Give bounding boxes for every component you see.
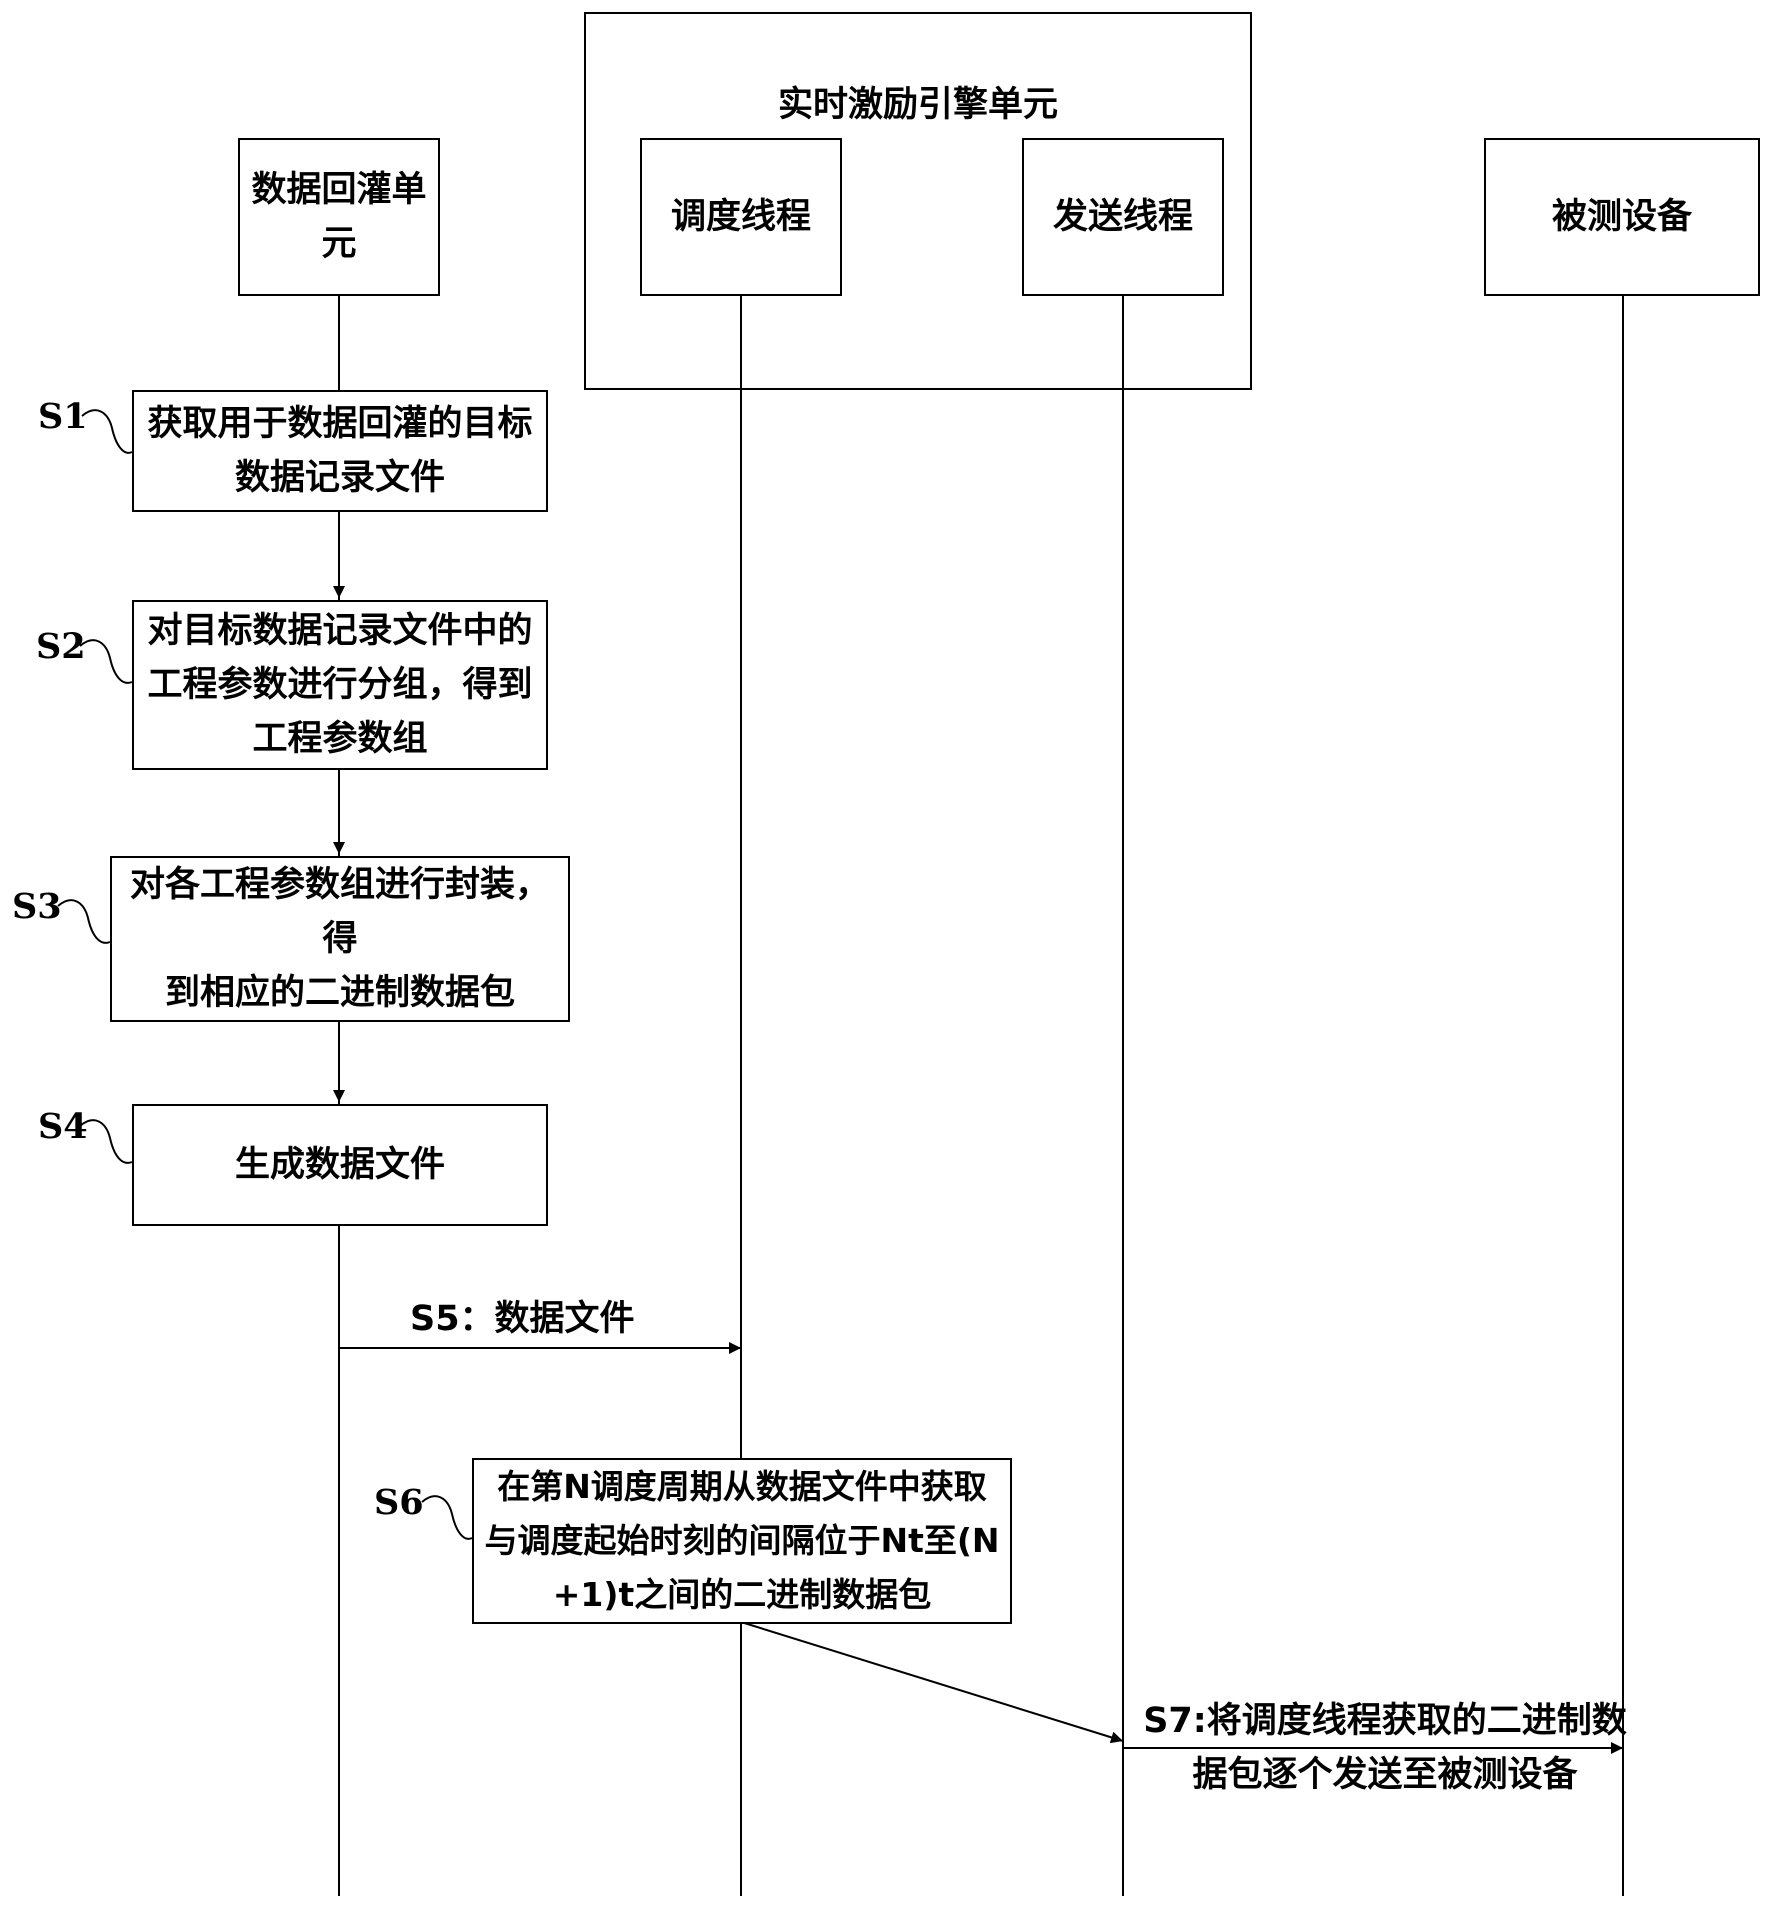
scheduler-thread-box: 调度线程 <box>640 138 842 296</box>
message-s7-label-line2: 据包逐个发送至被测设备 <box>1192 1755 1578 1795</box>
step-label-s6: S6 <box>374 1482 424 1523</box>
step-s6-text-line1: 在第N调度周期从数据文件中获取 <box>497 1467 987 1506</box>
step-label-s1: S1 <box>38 396 88 437</box>
step-s4-box: 生成数据文件 <box>132 1104 548 1226</box>
step-s1-text-line1: 获取用于数据回灌的目标 <box>147 404 533 444</box>
message-s7-label-line1: S7:将调度线程获取的二进制数 <box>1143 1701 1627 1741</box>
s4-label-connector <box>79 1119 133 1164</box>
step-s4-text: 生成数据文件 <box>234 1145 445 1185</box>
step-label-s2: S2 <box>36 626 86 667</box>
step-s6-text-line3: +1)t之间的二进制数据包 <box>552 1575 932 1614</box>
step-s1-text-line2: 数据记录文件 <box>234 458 445 498</box>
s1-label-connector <box>81 409 133 454</box>
step-s6-box: 在第N调度周期从数据文件中获取 与调度起始时刻的间隔位于Nt至(N +1)t之间… <box>472 1458 1012 1624</box>
step-s2-box: 对目标数据记录文件中的 工程参数进行分组，得到 工程参数组 <box>132 600 548 770</box>
engine-unit-title: 实时激励引擎单元 <box>777 85 1058 125</box>
device-under-test-label: 被测设备 <box>1551 197 1692 237</box>
device-under-test-box: 被测设备 <box>1484 138 1760 296</box>
arrow-s6-to-s7 <box>740 1621 1124 1744</box>
s2-label-connector <box>79 639 133 684</box>
step-s6-text-line2: 与调度起始时刻的间隔位于Nt至(N <box>484 1521 1000 1560</box>
message-s5-label: S5：数据文件 <box>410 1299 635 1339</box>
step-s3-box: 对各工程参数组进行封装，得 到相应的二进制数据包 <box>110 856 570 1022</box>
step-s2-text-line3: 工程参数组 <box>252 719 428 759</box>
step-s3-text-line2: 到相应的二进制数据包 <box>164 973 515 1013</box>
step-label-s4: S4 <box>38 1106 88 1147</box>
replay-unit-label-line2: 元 <box>321 224 357 264</box>
step-label-s3: S3 <box>12 886 62 927</box>
step-s2-text-line1: 对目标数据记录文件中的 <box>147 611 533 651</box>
scheduler-thread-label: 调度线程 <box>670 197 811 237</box>
replay-unit-box: 数据回灌单 元 <box>238 138 440 296</box>
sender-thread-label: 发送线程 <box>1052 197 1193 237</box>
replay-unit-label-line1: 数据回灌单 <box>251 170 427 210</box>
engine-unit-container: 实时激励引擎单元 <box>584 12 1252 390</box>
s6-label-connector <box>421 1495 473 1540</box>
step-s3-text-line1: 对各工程参数组进行封装，得 <box>129 865 550 959</box>
step-s2-text-line2: 工程参数进行分组，得到 <box>147 665 533 705</box>
step-s1-box: 获取用于数据回灌的目标 数据记录文件 <box>132 390 548 512</box>
message-s7-label: S7:将调度线程获取的二进制数 据包逐个发送至被测设备 <box>1140 1694 1630 1802</box>
sender-thread-box: 发送线程 <box>1022 138 1224 296</box>
s3-label-connector <box>57 899 111 944</box>
